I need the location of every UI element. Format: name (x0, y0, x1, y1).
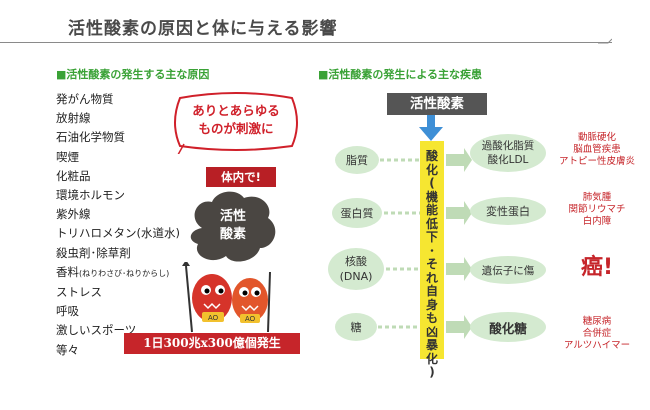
list-item: 環境ホルモン (56, 188, 125, 203)
list-item: ストレス (56, 285, 102, 300)
blob-line: 酸素 (219, 227, 246, 242)
disease-cancer: 癌! (580, 255, 614, 280)
bar-char: 酸 (425, 149, 438, 163)
target-line: 核酸 (345, 255, 367, 268)
speech-line: ものが刺激に (198, 121, 274, 136)
causes-heading: ■活性酸素の発生する主な原因 (56, 68, 210, 81)
list-item: トリハロメタン(水道水) (56, 226, 180, 241)
bar-char: 下 (425, 230, 438, 244)
list-item-note: (ねりわさび･ねりからし) (79, 268, 170, 278)
speech-bubble-icon (174, 92, 298, 154)
disease-item: 関節リウマチ (568, 204, 626, 215)
divider-ornament-icon (598, 38, 612, 44)
disease-group-1: 動脈硬化 脳血管疾患 アトピー性皮膚炎 (552, 132, 642, 168)
cause-list: 発がん物質 放射線 石油化学物質 喫煙 化粧品 環境ホルモン 紫外線 トリハロメ… (56, 90, 180, 360)
list-item: 紫外線 (56, 207, 91, 222)
bar-char: 暴 (425, 338, 438, 352)
bar-char: 化 (425, 351, 438, 366)
list-item: 殺虫剤･除草剤 (56, 245, 131, 260)
target-nucleic-acid: 核酸 (DNA) (328, 248, 384, 290)
ros-blob-label: 活性 酸素 (208, 208, 258, 244)
bar-char: ･ (428, 243, 435, 258)
bar-char: 化 (425, 162, 438, 177)
oxidation-bar-text: 酸 化 ( 機 能 低 下 ･ そ れ 自 身 も 凶 暴 化 ) (420, 149, 444, 380)
disease-item: 脳血管疾患 (573, 144, 621, 155)
diseases-heading: ■活性酸素の発生による主な疾患 (318, 68, 483, 81)
bar-char: ) (429, 365, 435, 379)
bar-char: 凶 (425, 324, 438, 339)
bar-char: 能 (425, 203, 438, 217)
disease-item: 動脈硬化 (577, 132, 616, 143)
target-lipid: 脂質 (335, 146, 379, 174)
disease-group-2: 肺気腫 関節リウマチ 白内障 (552, 192, 642, 228)
result-protein: 変性蛋白 (470, 197, 546, 225)
disease-item: アトピー性皮膚炎 (558, 156, 635, 167)
monster-mascot-icon: AO AO (182, 262, 271, 333)
monster-label: AO (208, 315, 219, 322)
blob-line: 活性 (219, 209, 246, 224)
disease-item: 白内障 (582, 216, 612, 227)
result-line: 酸化LDL (487, 154, 529, 166)
bar-char: 低 (425, 216, 438, 231)
ros-label-box: 活性酸素 (387, 93, 487, 115)
list-item-label: 香料 (56, 264, 79, 279)
generation-banner: 1日300兆x300億個発生 (124, 333, 300, 354)
target-protein: 蛋白質 (332, 198, 382, 228)
connector-arrows (378, 148, 472, 339)
bar-char: そ (425, 257, 438, 271)
list-item: 喫煙 (56, 149, 79, 164)
page-title: 活性酸素の原因と体に与える影響 (68, 19, 338, 39)
disease-item: 肺気腫 (582, 192, 612, 203)
title-divider (0, 42, 612, 43)
bar-char: れ (425, 270, 438, 285)
cloud-icon (190, 191, 276, 262)
target-line: (DNA) (339, 270, 373, 283)
list-item: 石油化学物質 (56, 130, 125, 145)
result-line: 過酸化脂質 (481, 140, 535, 152)
speech-text: ありとあらゆる ものが刺激に (170, 102, 302, 138)
list-item: 呼吸 (56, 304, 79, 319)
list-item: 発がん物質 (56, 92, 114, 106)
list-item: 放射線 (56, 111, 91, 126)
result-lipid: 過酸化脂質 酸化LDL (470, 134, 546, 172)
speech-line: ありとあらゆる (192, 103, 280, 118)
bar-char: ( (429, 176, 435, 190)
bar-char: 身 (425, 297, 438, 312)
bar-char: 機 (425, 189, 438, 204)
oxidation-bar (420, 141, 444, 359)
in-body-banner: 体内で! (206, 167, 276, 187)
disease-group-4: 糖尿病 合併症 アルツハイマー (552, 316, 642, 352)
disease-item: 合併症 (582, 328, 612, 339)
result-sugar: 酸化糖 (470, 312, 546, 342)
disease-item: 糖尿病 (582, 316, 612, 327)
monster-label: AO (245, 316, 256, 323)
target-sugar: 糖 (335, 313, 377, 341)
bar-char: 自 (425, 284, 438, 298)
list-item: 化粧品 (56, 168, 91, 183)
list-item: 激しいスポーツ (56, 323, 137, 338)
arrow-down-icon (419, 115, 443, 141)
result-dna: 遺伝子に傷 (470, 256, 546, 284)
bar-char: も (425, 311, 438, 325)
list-item-fragrance: 香料(ねりわさび･ねりからし) (56, 263, 180, 283)
disease-item: アルツハイマー (563, 340, 631, 351)
list-item: 等々 (56, 342, 79, 357)
